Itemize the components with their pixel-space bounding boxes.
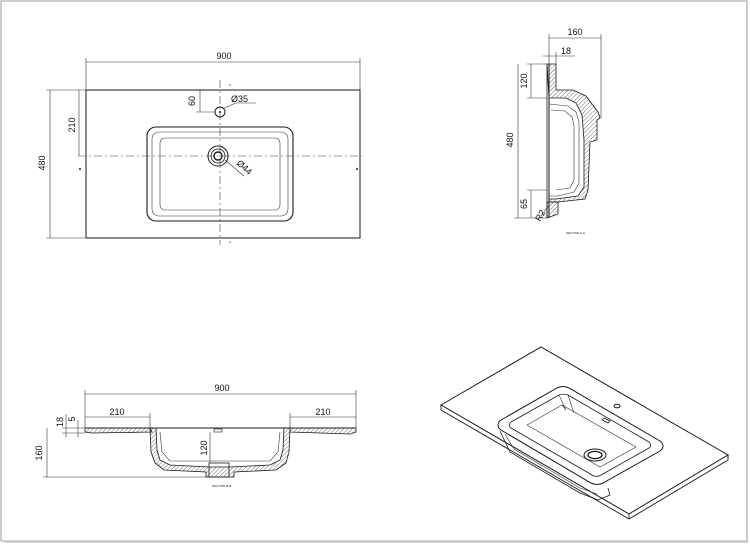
dim-front-right-ledge: 210 xyxy=(315,407,330,417)
dim-front-overall-width: 900 xyxy=(214,383,229,393)
section-marker-bottom: A xyxy=(229,240,231,244)
dim-side-radius: R2 xyxy=(533,208,547,223)
iso-basin-underbody xyxy=(499,430,611,501)
side-section-basin-floor xyxy=(550,109,575,191)
side-section-front-rim xyxy=(546,201,559,219)
dim-front-basin-depth: 120 xyxy=(199,440,209,455)
dim-drain-diameter: Ø44 xyxy=(235,158,254,177)
side-section-basin-inner xyxy=(548,103,580,197)
iso-basin-underbody-inner xyxy=(504,433,598,495)
dim-front-lip: 5 xyxy=(67,416,77,421)
front-section-slab-left xyxy=(84,427,153,434)
iso-basin-floor xyxy=(526,404,637,468)
dim-overall-width: 900 xyxy=(216,51,231,61)
isometric-view xyxy=(440,346,729,520)
dim-side-front-height: 65 xyxy=(519,199,529,209)
dim-tap-hole-diameter: Ø35 xyxy=(231,94,248,104)
iso-basin-inner xyxy=(509,393,651,477)
dim-front-overall-height: 160 xyxy=(34,445,44,460)
iso-overflow xyxy=(601,417,611,424)
tap-hole-center xyxy=(219,111,221,113)
dim-tap-hole-offset: 60 xyxy=(187,96,197,106)
drain-core xyxy=(213,151,223,161)
dim-44-leader xyxy=(224,159,245,177)
dim-tap-offset: 210 xyxy=(67,117,77,132)
section-marker-left-dot xyxy=(79,168,81,170)
section-marker-top: A xyxy=(229,83,231,87)
top-view: A A 900 480 210 60 Ø35 Ø44 xyxy=(37,51,362,245)
dim-35-leader xyxy=(223,102,237,109)
side-section: 160 18 120 480 65 R2 SECTION A-A xyxy=(505,27,602,235)
dim-side-overall-depth: 160 xyxy=(567,27,582,37)
dim-front-left-ledge: 210 xyxy=(109,407,124,417)
top-view-outline xyxy=(85,89,361,239)
dim-front-rim-thickness: 18 xyxy=(55,417,65,427)
iso-basin-rim xyxy=(497,386,664,485)
section-marker-right-dot xyxy=(356,168,358,170)
side-section-label: SECTION A-A xyxy=(566,231,585,235)
front-section-label: SECTION B-B xyxy=(212,484,231,488)
dim-side-rim-thickness: 18 xyxy=(561,46,571,56)
front-section-overflow xyxy=(213,428,223,433)
dim-side-back-height: 120 xyxy=(519,73,529,88)
iso-tap-hole xyxy=(613,403,621,409)
drain-ring xyxy=(210,148,226,164)
top-view-basin-outer xyxy=(146,126,294,222)
front-section-basin-inner xyxy=(159,431,281,462)
front-section-drain xyxy=(208,462,230,478)
dim-side-r2-leader xyxy=(540,204,550,217)
dim-side-overall-length: 480 xyxy=(505,132,515,147)
dim-overall-depth: 480 xyxy=(37,155,47,170)
front-section-basin xyxy=(149,427,291,478)
drain-outer xyxy=(207,145,229,167)
front-section: 900 210 210 18 5 160 120 SECTION B-B xyxy=(34,383,357,488)
iso-basin-wall-crease xyxy=(558,394,575,414)
iso-drain-inner xyxy=(587,450,603,460)
front-section-slab-right xyxy=(289,427,357,435)
